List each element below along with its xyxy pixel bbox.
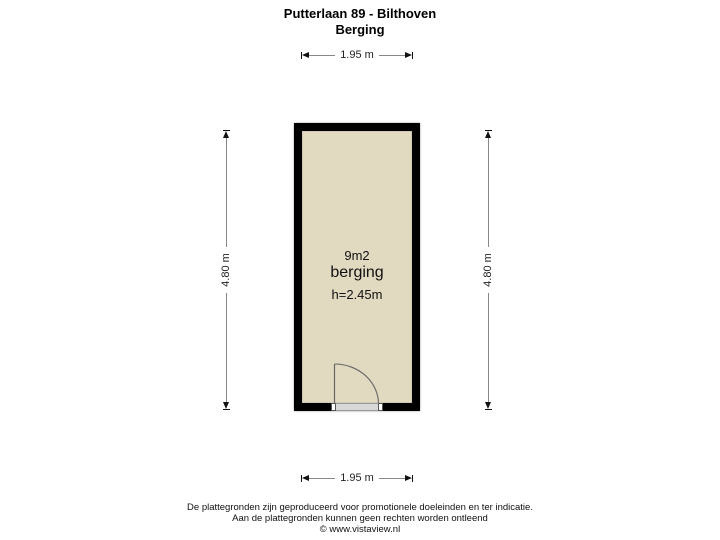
dimension-line [487,138,489,247]
door-opening [333,403,381,411]
dimension-tick [301,474,302,482]
dimension-top-width: 1.95 m [301,49,414,61]
disclaimer-line-2: Aan de plattegronden kunnen geen rechten… [232,513,488,524]
arrow-down-icon [485,402,491,409]
arrow-right-icon [405,52,413,58]
dimension-left-height: 4.80 m [220,130,232,410]
dimension-line [225,138,227,247]
dimension-tick [412,474,414,482]
room-height: h=2.45m [331,287,383,302]
dimension-tick [222,409,230,410]
dimension-line [309,477,336,479]
disclaimer-line-1: De plattegronden zijn geproduceerd voor … [187,502,533,513]
dimension-line [225,293,227,402]
arrow-right-icon [405,475,413,481]
dimension-tick [484,130,492,131]
dimension-tick [222,130,230,131]
dimension-line [487,293,489,402]
dimension-line [309,54,336,56]
dimension-label: 4.80 m [220,253,232,287]
arrow-up-icon [223,131,229,138]
dimension-line [378,54,406,56]
door-post-right [378,403,383,411]
door-post-left [331,403,336,411]
dimension-label: 1.95 m [340,49,374,61]
arrow-down-icon [223,402,229,409]
room-name: berging [330,264,384,281]
dimension-tick [412,51,414,59]
floorplan-title: Putterlaan 89 - Bilthoven [283,6,437,21]
floorplan-subtitle: Berging [335,22,385,37]
copyright-link[interactable]: © www.vistaview.nl [319,524,401,535]
arrow-left-icon [302,52,309,58]
dimension-bottom-width: 1.95 m [301,472,414,484]
door-swing-icon [333,363,380,405]
arrow-left-icon [302,475,309,481]
room-area: 9m2 [344,248,370,263]
dimension-label: 4.80 m [482,253,494,287]
room-walls [294,123,420,411]
dimension-right-height: 4.80 m [482,130,494,410]
room-floor [302,131,412,403]
dimension-tick [484,409,492,410]
dimension-tick [301,51,302,59]
arrow-up-icon [485,131,491,138]
dimension-line [378,477,406,479]
dimension-label: 1.95 m [340,472,374,484]
